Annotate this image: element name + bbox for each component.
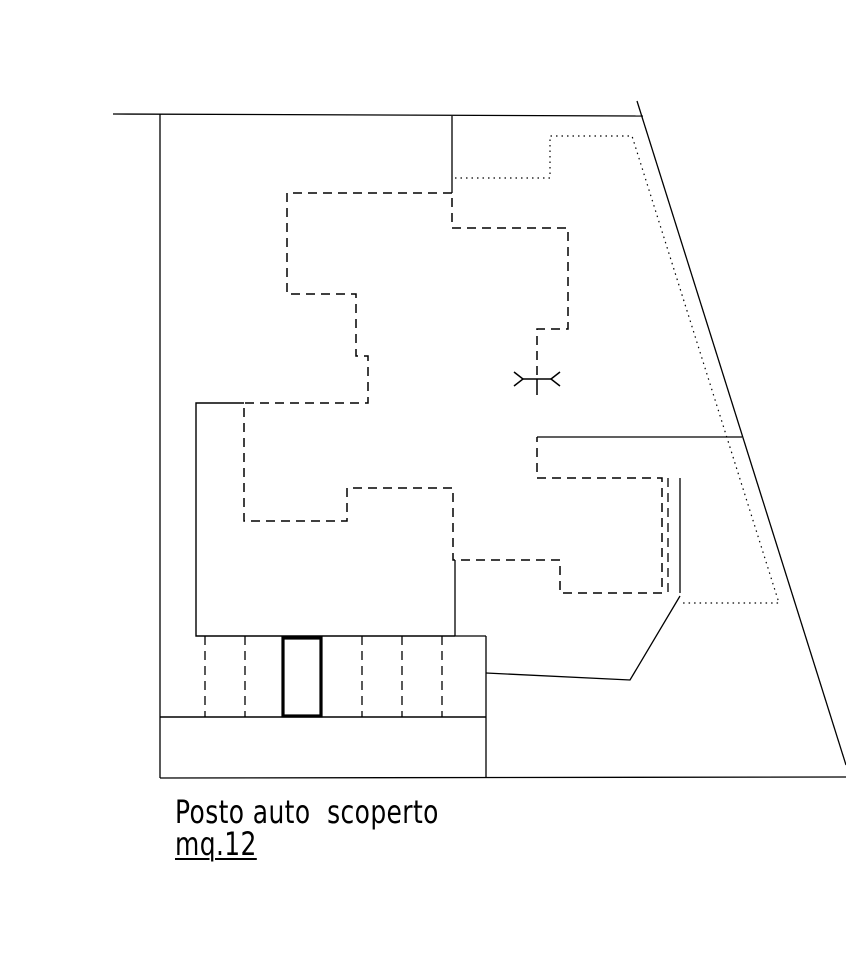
setback-dotted-line <box>455 135 780 604</box>
boundary-slanted-right <box>636 100 846 766</box>
highlighted-parking-stall <box>281 636 323 718</box>
passage-symbol <box>513 371 561 395</box>
parking-stall-dividers <box>204 636 443 717</box>
boundary-bottom <box>159 776 846 779</box>
building-footprint-dashed <box>243 192 663 594</box>
lot-boundary <box>112 100 846 779</box>
parking-area <box>160 635 487 778</box>
boundary-top <box>112 113 644 117</box>
caption-area: mq.12 <box>175 825 257 863</box>
caption-title: Posto auto scoperto <box>175 793 439 831</box>
access-path <box>485 595 681 681</box>
left-building-block <box>195 402 455 637</box>
caption-block: Posto auto scoperto mq.12 <box>175 796 439 860</box>
